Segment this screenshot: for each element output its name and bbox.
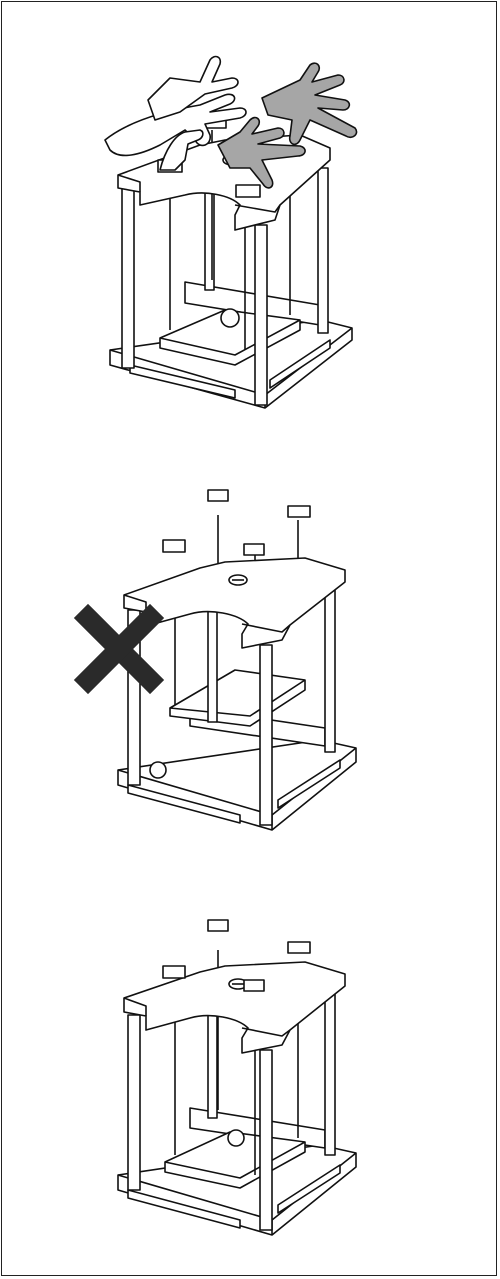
hands-fitting-screws-icon	[104, 55, 358, 409]
top-plate-lifted-wrong-icon	[73, 489, 357, 831]
top-plate-assembled-icon	[117, 919, 357, 1236]
figure-step-1	[0, 20, 500, 420]
figure-step-3	[0, 880, 500, 1260]
figure-step-2	[0, 470, 500, 850]
cross-mark-icon	[73, 603, 165, 695]
